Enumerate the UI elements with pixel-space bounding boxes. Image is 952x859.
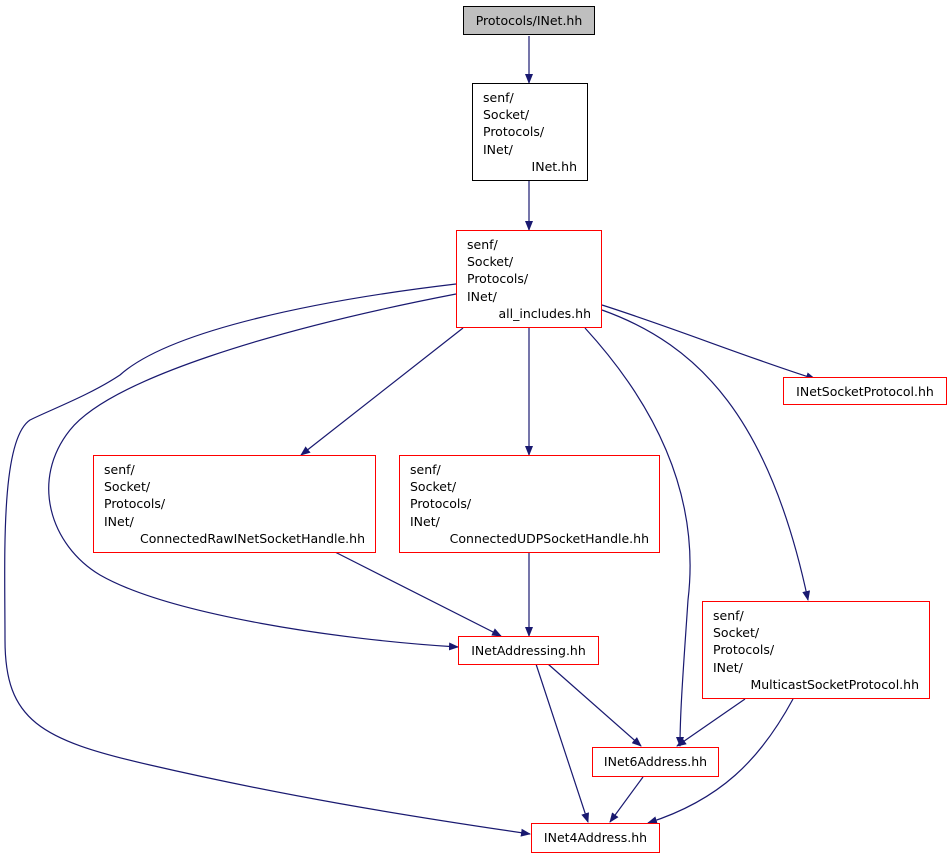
node-label-line: INetAddressing.hh (471, 643, 586, 658)
node-inet6-address[interactable]: INet6Address.hh (592, 747, 719, 777)
edge-i6-i4 (609, 776, 644, 823)
node-label-line: INet.hh (531, 158, 577, 174)
node-all-includes[interactable]: senf/Socket/Protocols/INet/all_includes.… (456, 230, 602, 328)
node-label-line: Protocols/ (410, 496, 472, 512)
edge-iaddr-i4 (535, 663, 589, 823)
edge-all-isp (601, 304, 816, 381)
node-inet4-address[interactable]: INet4Address.hh (531, 823, 660, 853)
node-root-file[interactable]: Protocols/INet.hh (463, 6, 595, 35)
edge-craw-iaddr (334, 551, 502, 637)
node-label-line: ConnectedRawINetSocketHandle.hh (140, 530, 365, 546)
node-label-line: Socket/ (467, 254, 514, 270)
node-label-line: Socket/ (713, 625, 760, 641)
node-inet-header[interactable]: senf/Socket/Protocols/INet/INet.hh (472, 83, 588, 181)
node-label-line: senf/ (467, 237, 498, 252)
node-inet-addressing[interactable]: INetAddressing.hh (458, 636, 599, 665)
node-label-line: Socket/ (410, 479, 457, 495)
edge-all-i6 (584, 327, 691, 747)
node-connected-udp-socket-handle[interactable]: senf/Socket/Protocols/INet/ConnectedUDPS… (399, 455, 660, 553)
node-label-line: MulticastSocketProtocol.hh (750, 676, 919, 692)
edge-all-mcast (601, 309, 811, 601)
edge-all-iaddr (48, 293, 459, 651)
node-label-line: Protocols/ (483, 124, 545, 140)
node-label-line: INet/ (713, 659, 743, 675)
node-label-line: INet/ (410, 513, 440, 529)
node-label-line: INet/ (104, 513, 134, 529)
node-label-line: Protocols/ (467, 271, 529, 287)
node-label-line: senf/ (713, 608, 744, 623)
node-label-line: Protocols/ (104, 496, 166, 512)
node-label-line: Protocols/ (713, 642, 775, 658)
edge-mcast-i4 (647, 698, 794, 825)
node-label-line: senf/ (410, 462, 441, 477)
node-label-line: Socket/ (483, 107, 530, 123)
node-label-line: Protocols/INet.hh (475, 13, 583, 28)
node-label-line: all_includes.hh (498, 305, 591, 321)
edge-iaddr-i6 (547, 663, 642, 747)
node-label-line: ConnectedUDPSocketHandle.hh (449, 530, 649, 546)
node-inet-socket-protocol[interactable]: INetSocketProtocol.hh (783, 377, 947, 405)
node-connected-raw-inet-socket-handle[interactable]: senf/Socket/Protocols/INet/ConnectedRawI… (93, 455, 376, 553)
edge-all-i4 (4, 283, 531, 837)
node-label-line: INet/ (467, 288, 497, 304)
node-label-line: Socket/ (104, 479, 151, 495)
node-label-line: INetSocketProtocol.hh (796, 384, 934, 399)
node-label-line: INet4Address.hh (543, 830, 648, 845)
node-label-line: senf/ (104, 462, 135, 477)
node-label-line: INet/ (483, 141, 513, 157)
node-label-line: INet6Address.hh (603, 754, 708, 769)
edge-all-craw (300, 327, 464, 456)
node-multicast-socket-protocol[interactable]: senf/Socket/Protocols/INet/MulticastSock… (702, 601, 930, 699)
edge-mcast-i6 (676, 698, 746, 747)
node-label-line: senf/ (483, 90, 514, 105)
